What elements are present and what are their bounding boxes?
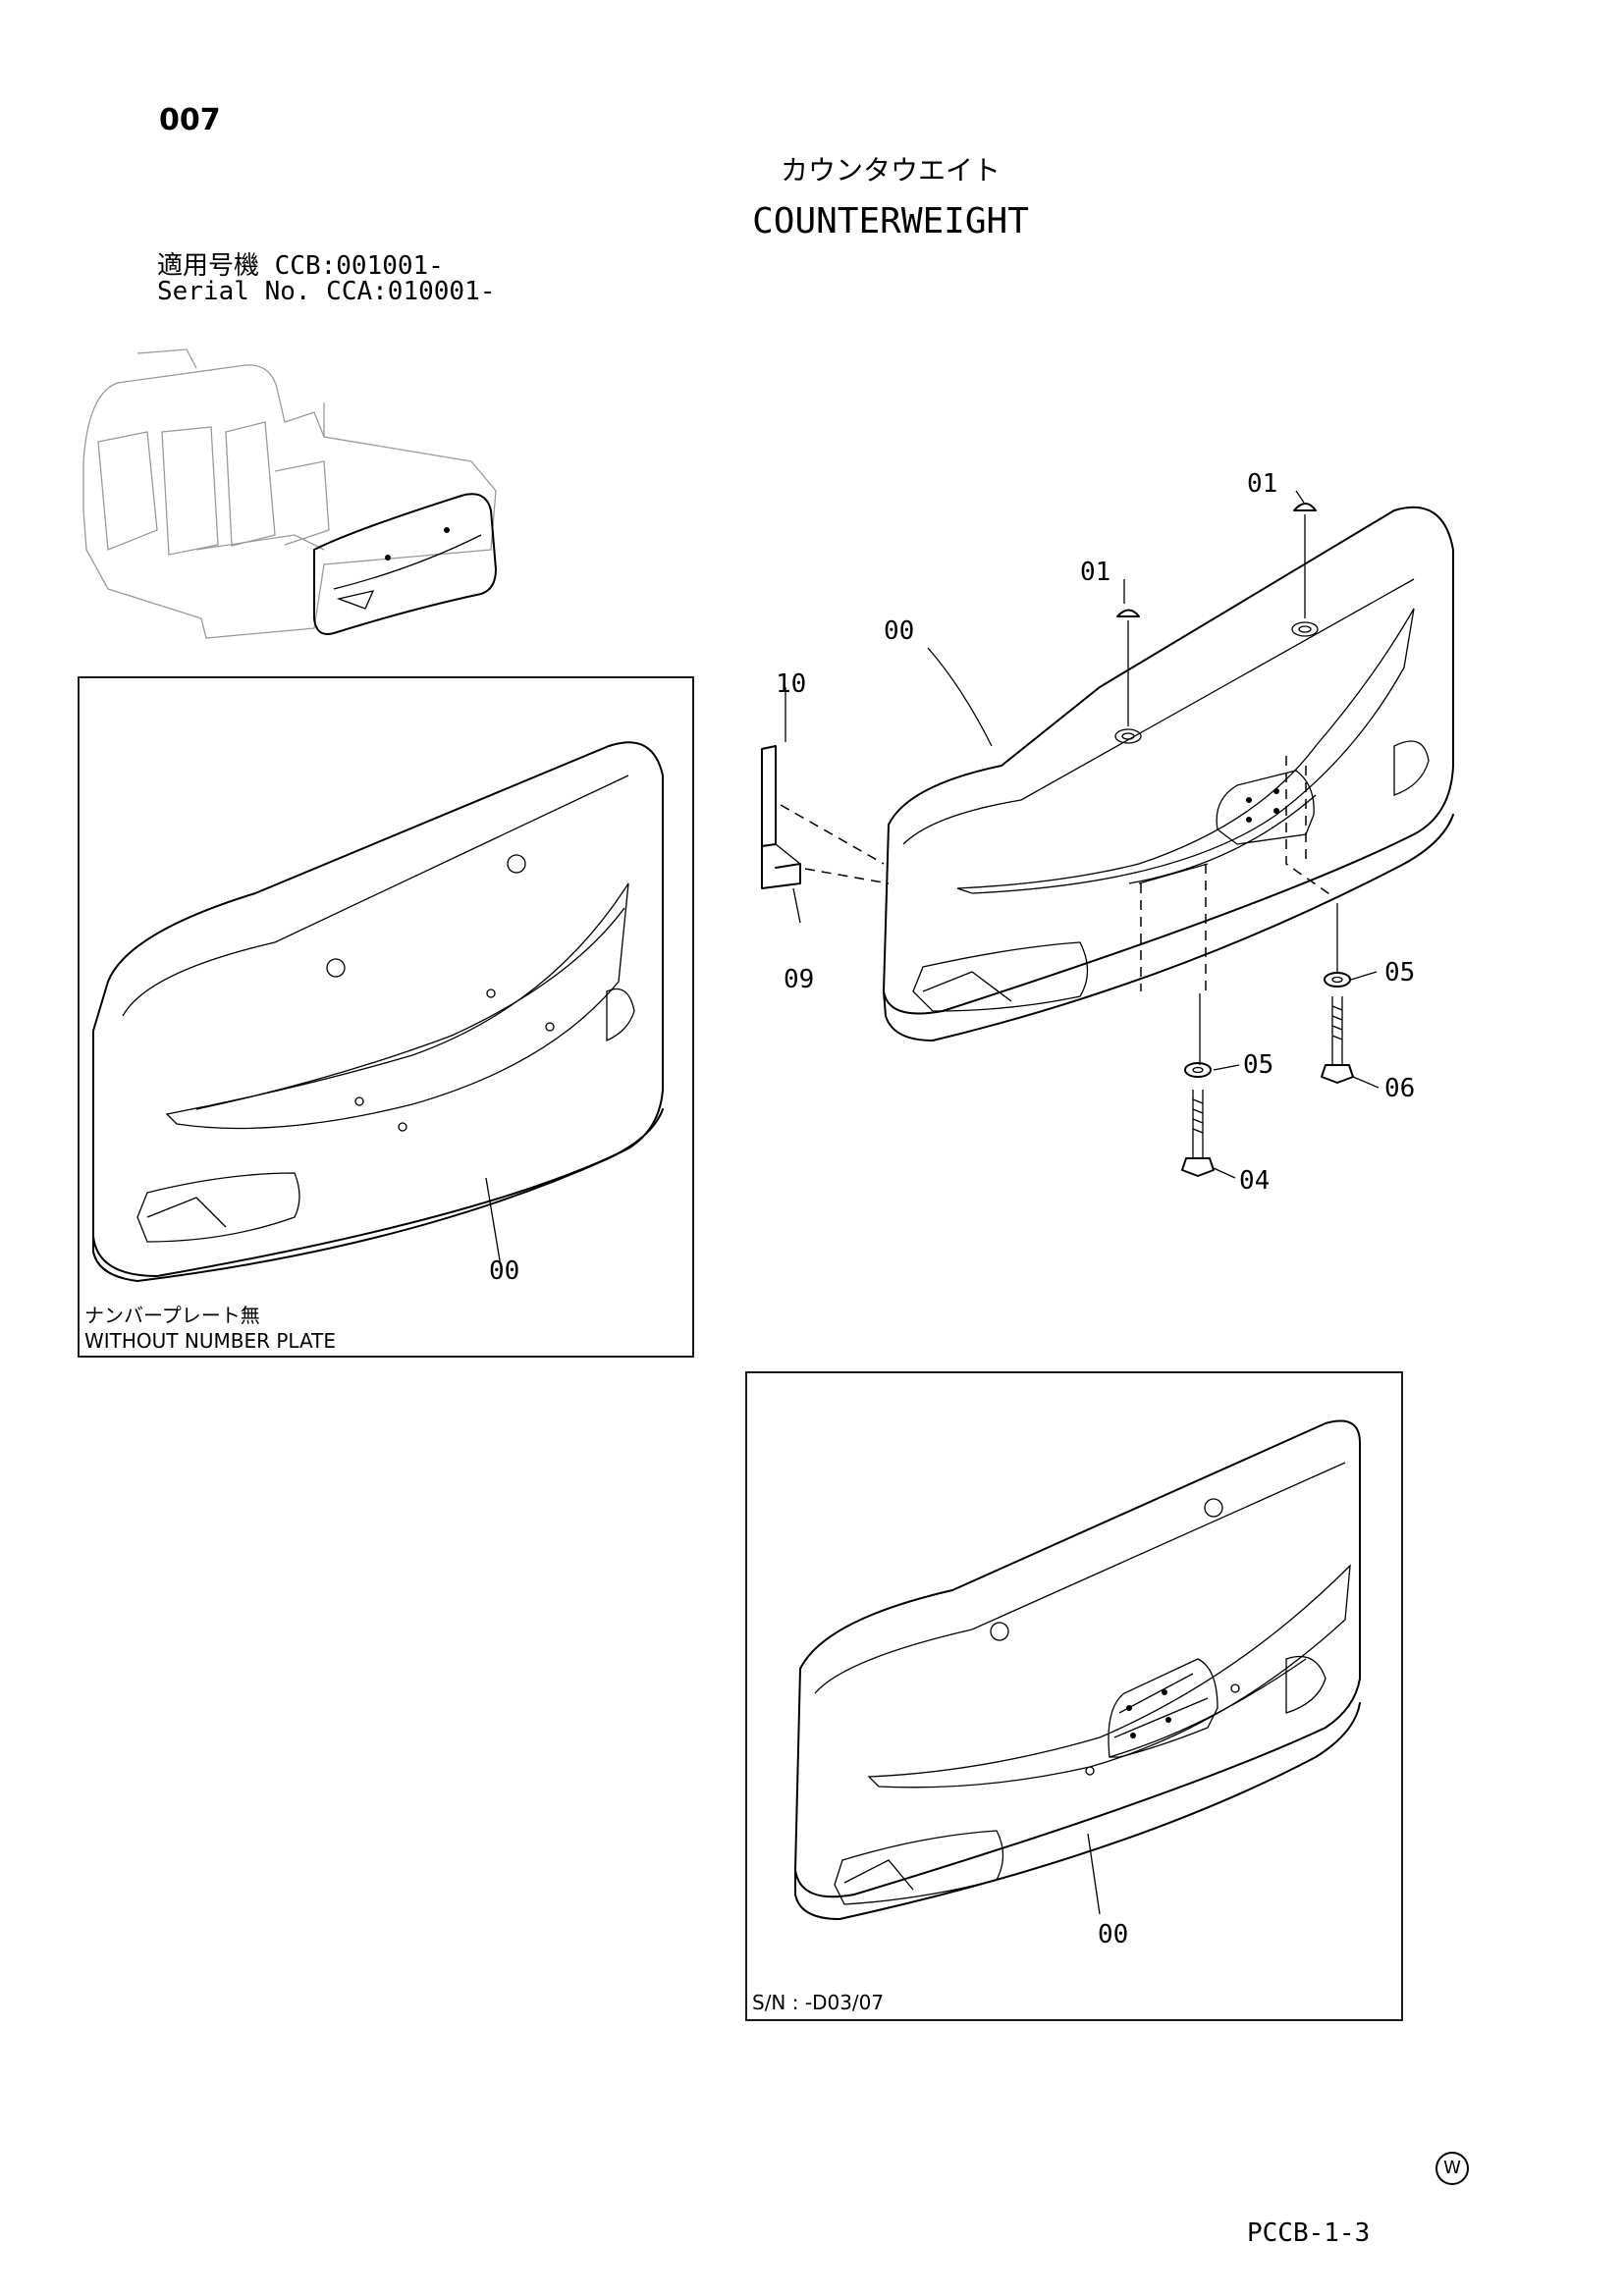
counterweight-no-plate-illustration: [92, 741, 664, 1282]
counterweight-exploded-illustration: [761, 490, 1454, 1179]
callout-05-right: 05: [1384, 958, 1416, 988]
applicability-line-2: Serial No. CCA:010001-: [157, 277, 496, 306]
callout-00-left-inset: 00: [489, 1256, 520, 1286]
title-english: COUNTERWEIGHT: [752, 201, 1029, 241]
manufacturer-logo: W: [1435, 2152, 1469, 2185]
inset-left-caption-english: WITHOUT NUMBER PLATE: [84, 1329, 336, 1353]
callout-00-bottom-inset: 00: [1098, 1920, 1129, 1949]
callout-05-left: 05: [1243, 1050, 1274, 1080]
inset-left-frame: [78, 676, 694, 1358]
callout-10: 10: [776, 669, 807, 699]
callout-06: 06: [1384, 1074, 1416, 1103]
inset-left-caption-japanese: ナンバープレート無: [84, 1304, 260, 1327]
callout-01-left: 01: [1080, 558, 1111, 587]
applicability-line-1: 適用号機 CCB:001001-: [157, 251, 444, 281]
callout-01-right: 01: [1247, 469, 1278, 499]
callout-04: 04: [1239, 1166, 1271, 1196]
counterweight-early-serial-illustration: [794, 1419, 1361, 1920]
excavator-locator-illustration: [82, 348, 497, 639]
inset-bottom-caption: S/N : -D03/07: [752, 1991, 885, 2014]
callout-09: 09: [784, 965, 815, 994]
page-code: PCCB-1-3: [1247, 2218, 1371, 2248]
callout-00-main: 00: [884, 616, 915, 646]
page-number: 007: [159, 103, 221, 137]
title-japanese: カウンタウエイト: [780, 154, 1001, 187]
inset-bottom-frame: [745, 1371, 1403, 2021]
